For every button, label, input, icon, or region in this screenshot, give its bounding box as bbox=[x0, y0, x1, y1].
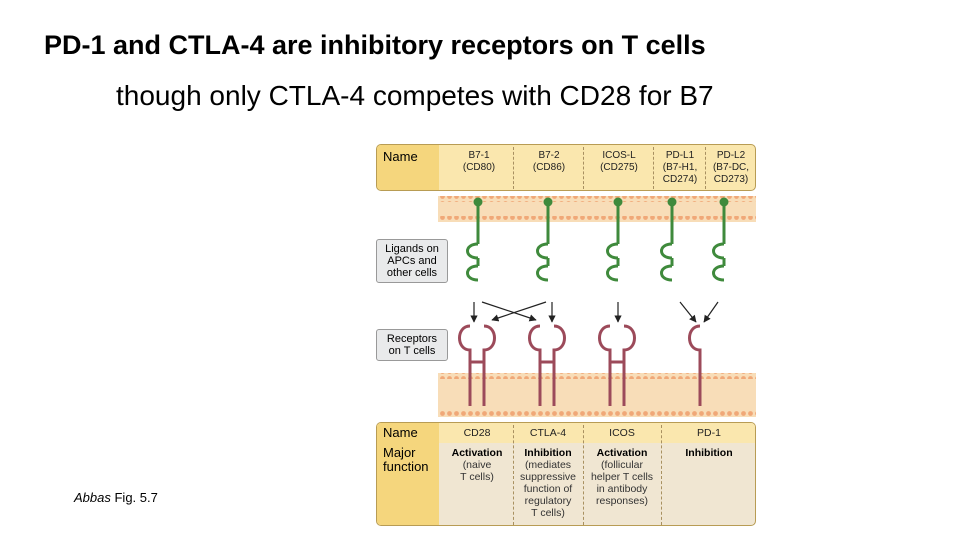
receptor-name-ctla-4: CTLA-4 bbox=[529, 427, 567, 439]
ligand-molecules bbox=[466, 197, 729, 282]
receptors-label-line: Receptors bbox=[386, 333, 438, 345]
ligand-name-panel: Name B7-1 (CD80) B7-2 (CD86) ICOS-L (CD2… bbox=[376, 144, 756, 191]
ligand-molecule-pd-l1 bbox=[660, 197, 677, 282]
ligands-label: Ligands on APCs and other cells bbox=[376, 239, 448, 283]
function-ctla-4: Inhibition (mediates suppressive functio… bbox=[515, 447, 581, 519]
major-function-header: Major function bbox=[377, 443, 439, 525]
divider bbox=[513, 147, 514, 189]
receptor-name-pd-1: PD-1 bbox=[697, 427, 721, 439]
function-detail: responses) bbox=[596, 495, 648, 507]
slide-title-line1: PD-1 and CTLA-4 are inhibitory receptors… bbox=[44, 30, 706, 60]
ligand-cell-b7-1: B7-1 (CD80) bbox=[447, 150, 511, 174]
receptor-ligand-figure: Name B7-1 (CD80) B7-2 (CD86) ICOS-L (CD2… bbox=[376, 144, 756, 526]
binding-arrows bbox=[470, 301, 719, 323]
ligand-cell-icos-l: ICOS-L (CD275) bbox=[587, 150, 651, 174]
function-detail: helper T cells bbox=[590, 471, 654, 483]
ligand-alias: CD274) bbox=[662, 174, 698, 185]
function-type: Inhibition bbox=[524, 447, 572, 459]
ligand-name: PD-L1 bbox=[665, 150, 695, 161]
receptor-name-cd28: CD28 bbox=[463, 427, 491, 439]
ligand-alias: (CD275) bbox=[600, 162, 638, 173]
receptor-name-row bbox=[377, 423, 755, 443]
ligands-label-line: APCs and bbox=[387, 255, 437, 267]
divider bbox=[661, 425, 662, 525]
ligand-molecule-b7-1 bbox=[466, 197, 483, 282]
ligand-molecule-b7-2 bbox=[536, 197, 553, 282]
ligand-alias: CD273) bbox=[713, 174, 749, 185]
ligands-label-line: other cells bbox=[386, 267, 438, 279]
function-type: Activation bbox=[451, 447, 503, 459]
receptor-molecules bbox=[458, 324, 702, 406]
receptor-molecule-cd28 bbox=[458, 324, 496, 406]
function-cd28: Activation (naive T cells) bbox=[443, 447, 511, 483]
function-type: Inhibition bbox=[685, 447, 733, 459]
receptors-label-line: on T cells bbox=[388, 345, 436, 357]
ligand-alias: (CD86) bbox=[532, 162, 566, 173]
citation-author: Abbas bbox=[74, 490, 111, 505]
divider bbox=[653, 147, 654, 189]
ligand-molecule-icos-l bbox=[606, 197, 623, 282]
function-detail: (naive bbox=[462, 459, 492, 471]
ligand-molecule-pd-l2 bbox=[712, 197, 729, 282]
function-detail: (mediates bbox=[524, 459, 572, 471]
receptor-name-icos: ICOS bbox=[609, 427, 635, 439]
function-type: Activation bbox=[596, 447, 648, 459]
divider bbox=[583, 147, 584, 189]
function-detail: suppressive bbox=[519, 471, 577, 483]
ligand-cell-pd-l2: PD-L2 (B7-DC, CD273) bbox=[706, 150, 756, 186]
major-function-header-line: Major bbox=[383, 445, 416, 460]
t-cell-membrane bbox=[438, 373, 756, 417]
receptor-molecule-icos bbox=[598, 324, 636, 406]
function-icos: Activation (follicular helper T cells in… bbox=[585, 447, 659, 507]
major-function-header-line: function bbox=[383, 459, 429, 474]
receptor-molecule-ctla-4 bbox=[528, 324, 566, 406]
figure-citation: Abbas Fig. 5.7 bbox=[74, 490, 158, 505]
divider bbox=[583, 425, 584, 525]
ligand-name: B7-1 bbox=[468, 150, 490, 161]
receptors-label: Receptors on T cells bbox=[376, 329, 448, 361]
ligand-name: B7-2 bbox=[538, 150, 560, 161]
function-pd-1: Inhibition bbox=[663, 447, 755, 459]
apc-membrane bbox=[438, 196, 756, 222]
ligand-alias: (B7-DC, bbox=[712, 162, 750, 173]
function-detail: regulatory bbox=[524, 495, 572, 507]
ligand-cell-b7-2: B7-2 (CD86) bbox=[517, 150, 581, 174]
citation-ref: Fig. 5.7 bbox=[110, 490, 158, 505]
ligand-alias: (CD80) bbox=[462, 162, 496, 173]
ligand-cell-pd-l1: PD-L1 (B7-H1, CD274) bbox=[655, 150, 705, 186]
receptor-name-header: Name bbox=[377, 423, 439, 443]
ligand-name: ICOS-L bbox=[602, 150, 636, 161]
slide-title-line2: though only CTLA-4 competes with CD28 fo… bbox=[116, 80, 714, 111]
function-detail: T cells) bbox=[460, 471, 494, 483]
receptor-molecule-pd-1 bbox=[688, 324, 702, 406]
function-detail: (follicular bbox=[600, 459, 643, 471]
ligand-name: PD-L2 bbox=[716, 150, 746, 161]
receptor-function-panel: Name Major function CD28 CTLA-4 ICOS PD-… bbox=[376, 422, 756, 526]
ligand-alias: (B7-H1, bbox=[662, 162, 698, 173]
membrane-illustration bbox=[438, 196, 756, 417]
divider bbox=[513, 425, 514, 525]
function-detail: in antibody bbox=[596, 483, 648, 495]
ligands-label-line: Ligands on bbox=[385, 243, 439, 255]
divider bbox=[705, 147, 706, 189]
ligand-name-header: Name bbox=[377, 145, 439, 190]
function-detail: T cells) bbox=[531, 507, 565, 519]
function-detail: function of bbox=[523, 483, 573, 495]
